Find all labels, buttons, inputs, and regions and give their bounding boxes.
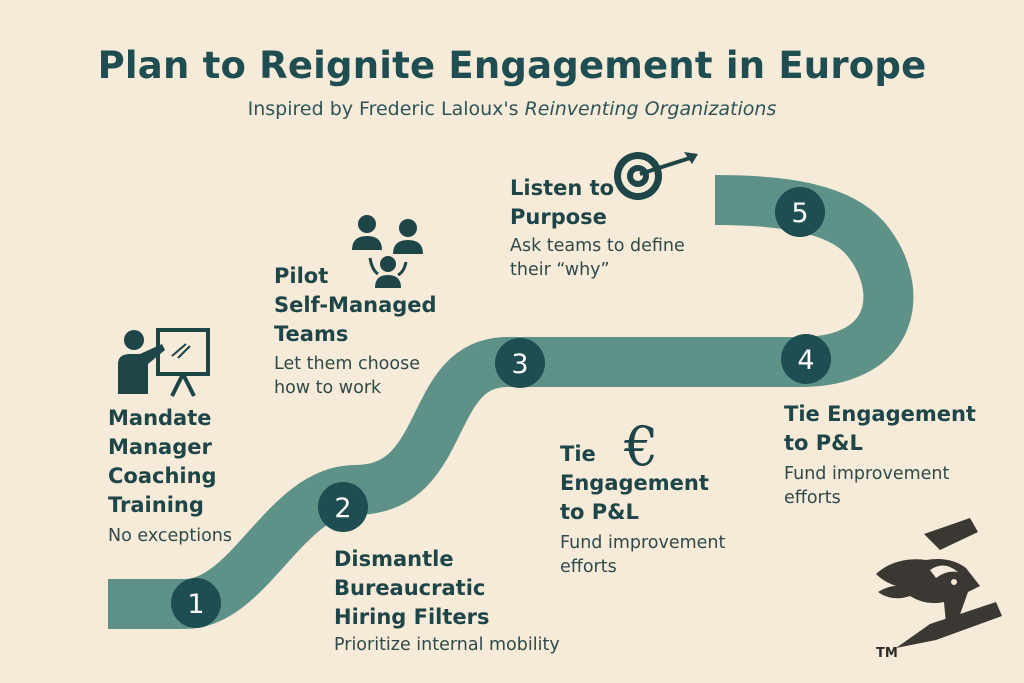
euro-label-description: Fund improvement efforts [560,533,726,577]
subtitle-prefix: Inspired by Frederic Laloux's [247,98,525,120]
step-5-description: Ask teams to define their “why” [510,236,685,280]
euro-icon: € [624,415,659,478]
team-group-icon [352,215,423,288]
step-4-description: Fund improvement efforts [784,464,950,508]
ram-head-logo-icon [876,518,1002,648]
step-1-description: No exceptions [108,526,233,546]
euro-label-heading: Tie Engagement to P&L [560,442,709,524]
road-path [108,175,914,629]
step-number-5: 5 [791,198,808,229]
presentation-board-icon [118,328,210,397]
step-number-3: 3 [511,349,528,380]
step-marker-5: 5 [775,187,825,237]
page-title: Plan to Reignite Engagement in Europe [97,44,927,87]
step-marker-1: 1 [171,578,221,628]
step-number-4: 4 [797,345,814,376]
step-marker-2: 2 [318,482,368,532]
trademark-mark: TM [876,646,898,661]
step-3-description: Let them choose how to work [274,354,420,398]
step-2-description: Prioritize internal mobility [334,635,560,655]
step-5-heading: Listen to Purpose [510,176,615,229]
target-dart-icon [614,152,698,200]
step-4-heading: Tie Engagement to P&L [784,402,976,455]
step-number-2: 2 [334,493,351,524]
step-marker-4: 4 [781,334,831,384]
step-number-1: 1 [187,589,204,620]
subtitle-book: Reinventing Organizations [524,98,777,120]
page-subtitle: Inspired by Frederic Laloux's Reinventin… [0,98,1024,120]
step-marker-3: 3 [495,338,545,388]
step-2-heading: Dismantle Bureaucratic Hiring Filters [334,547,490,629]
step-1-heading: Mandate Manager Coaching Training [108,406,217,517]
step-3-heading: Pilot Self-Managed Teams [274,264,437,346]
